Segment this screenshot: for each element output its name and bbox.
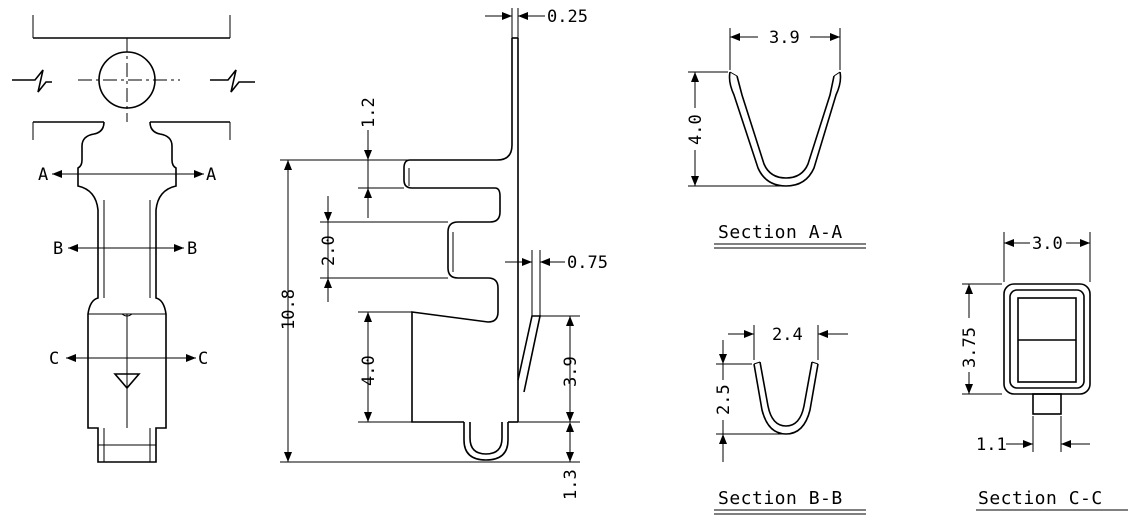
- section-mark-b-left: B: [53, 239, 63, 259]
- dim-bottom: 1.3: [561, 469, 581, 500]
- side-view: [280, 8, 580, 463]
- section-c-view: [962, 232, 1128, 511]
- dim-thickness: 0.25: [547, 7, 588, 27]
- dim-sec-a-width: 3.9: [769, 28, 800, 48]
- section-b-view: [714, 325, 866, 515]
- front-view: [12, 15, 255, 463]
- dim-sec-b-width: 2.4: [772, 325, 803, 345]
- section-mark-b-right: B: [187, 239, 197, 259]
- caption-section-b: Section B-B: [718, 488, 843, 509]
- section-mark-a-left: A: [38, 165, 48, 185]
- section-mark-c-right: C: [198, 349, 208, 369]
- section-mark-a-right: A: [206, 165, 216, 185]
- dim-sec-c-width: 3.0: [1032, 234, 1063, 254]
- section-mark-c-left: C: [49, 349, 59, 369]
- caption-section-a: Section A-A: [718, 222, 843, 243]
- dim-total-height: 10.8: [279, 289, 299, 330]
- dim-mid-step: 2.0: [319, 235, 339, 266]
- dim-sec-c-height: 3.75: [960, 327, 980, 368]
- dim-lance-offset: 0.75: [567, 253, 608, 273]
- dim-lance-height: 3.9: [561, 356, 581, 387]
- dim-sec-b-height: 2.5: [714, 384, 734, 415]
- dim-top-step: 1.2: [359, 97, 379, 128]
- dim-sec-a-height: 4.0: [686, 114, 706, 145]
- section-a-view: [688, 28, 866, 249]
- dim-lower-height: 4.0: [359, 355, 379, 386]
- dim-sec-c-pin: 1.1: [976, 435, 1007, 455]
- caption-section-c: Section C-C: [978, 488, 1103, 509]
